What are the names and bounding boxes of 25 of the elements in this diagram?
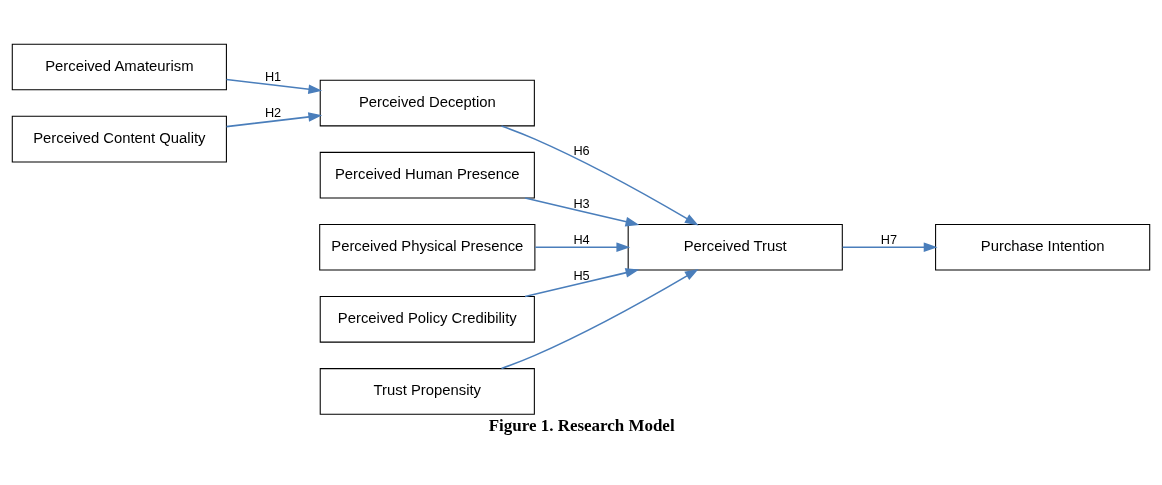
arrow bbox=[225, 78, 323, 94]
caption: Figure 1. Research Model bbox=[488, 415, 675, 435]
node-box: Perceived Human Presence bbox=[319, 151, 535, 198]
arrow bbox=[524, 196, 640, 226]
node-box: Purchase Intention bbox=[935, 223, 1151, 271]
arrow bbox=[534, 241, 631, 252]
edge-label: H2 bbox=[264, 104, 282, 120]
node-box: Perceived Content Quality bbox=[11, 115, 227, 162]
node-box: Perceived Amateurism bbox=[11, 43, 227, 90]
arrow bbox=[524, 267, 640, 297]
node-box: Perceived Policy Credibility bbox=[319, 295, 535, 343]
node-box: Perceived Trust bbox=[627, 223, 843, 271]
arrow bbox=[841, 241, 938, 252]
edge-label: H1 bbox=[264, 68, 282, 84]
arrow bbox=[500, 124, 699, 226]
edge-label: H4 bbox=[573, 231, 590, 247]
node-box: Trust Propensity bbox=[319, 367, 535, 415]
arrow bbox=[500, 268, 699, 369]
edge-label: H5 bbox=[573, 267, 590, 283]
node-box: Perceived Deception bbox=[319, 79, 535, 126]
node-box: Perceived Physical Presence bbox=[319, 223, 536, 271]
edge-label: H6 bbox=[573, 142, 590, 158]
edge-label: H3 bbox=[573, 195, 590, 211]
edge-label: H7 bbox=[880, 231, 898, 247]
arrow bbox=[225, 111, 323, 127]
